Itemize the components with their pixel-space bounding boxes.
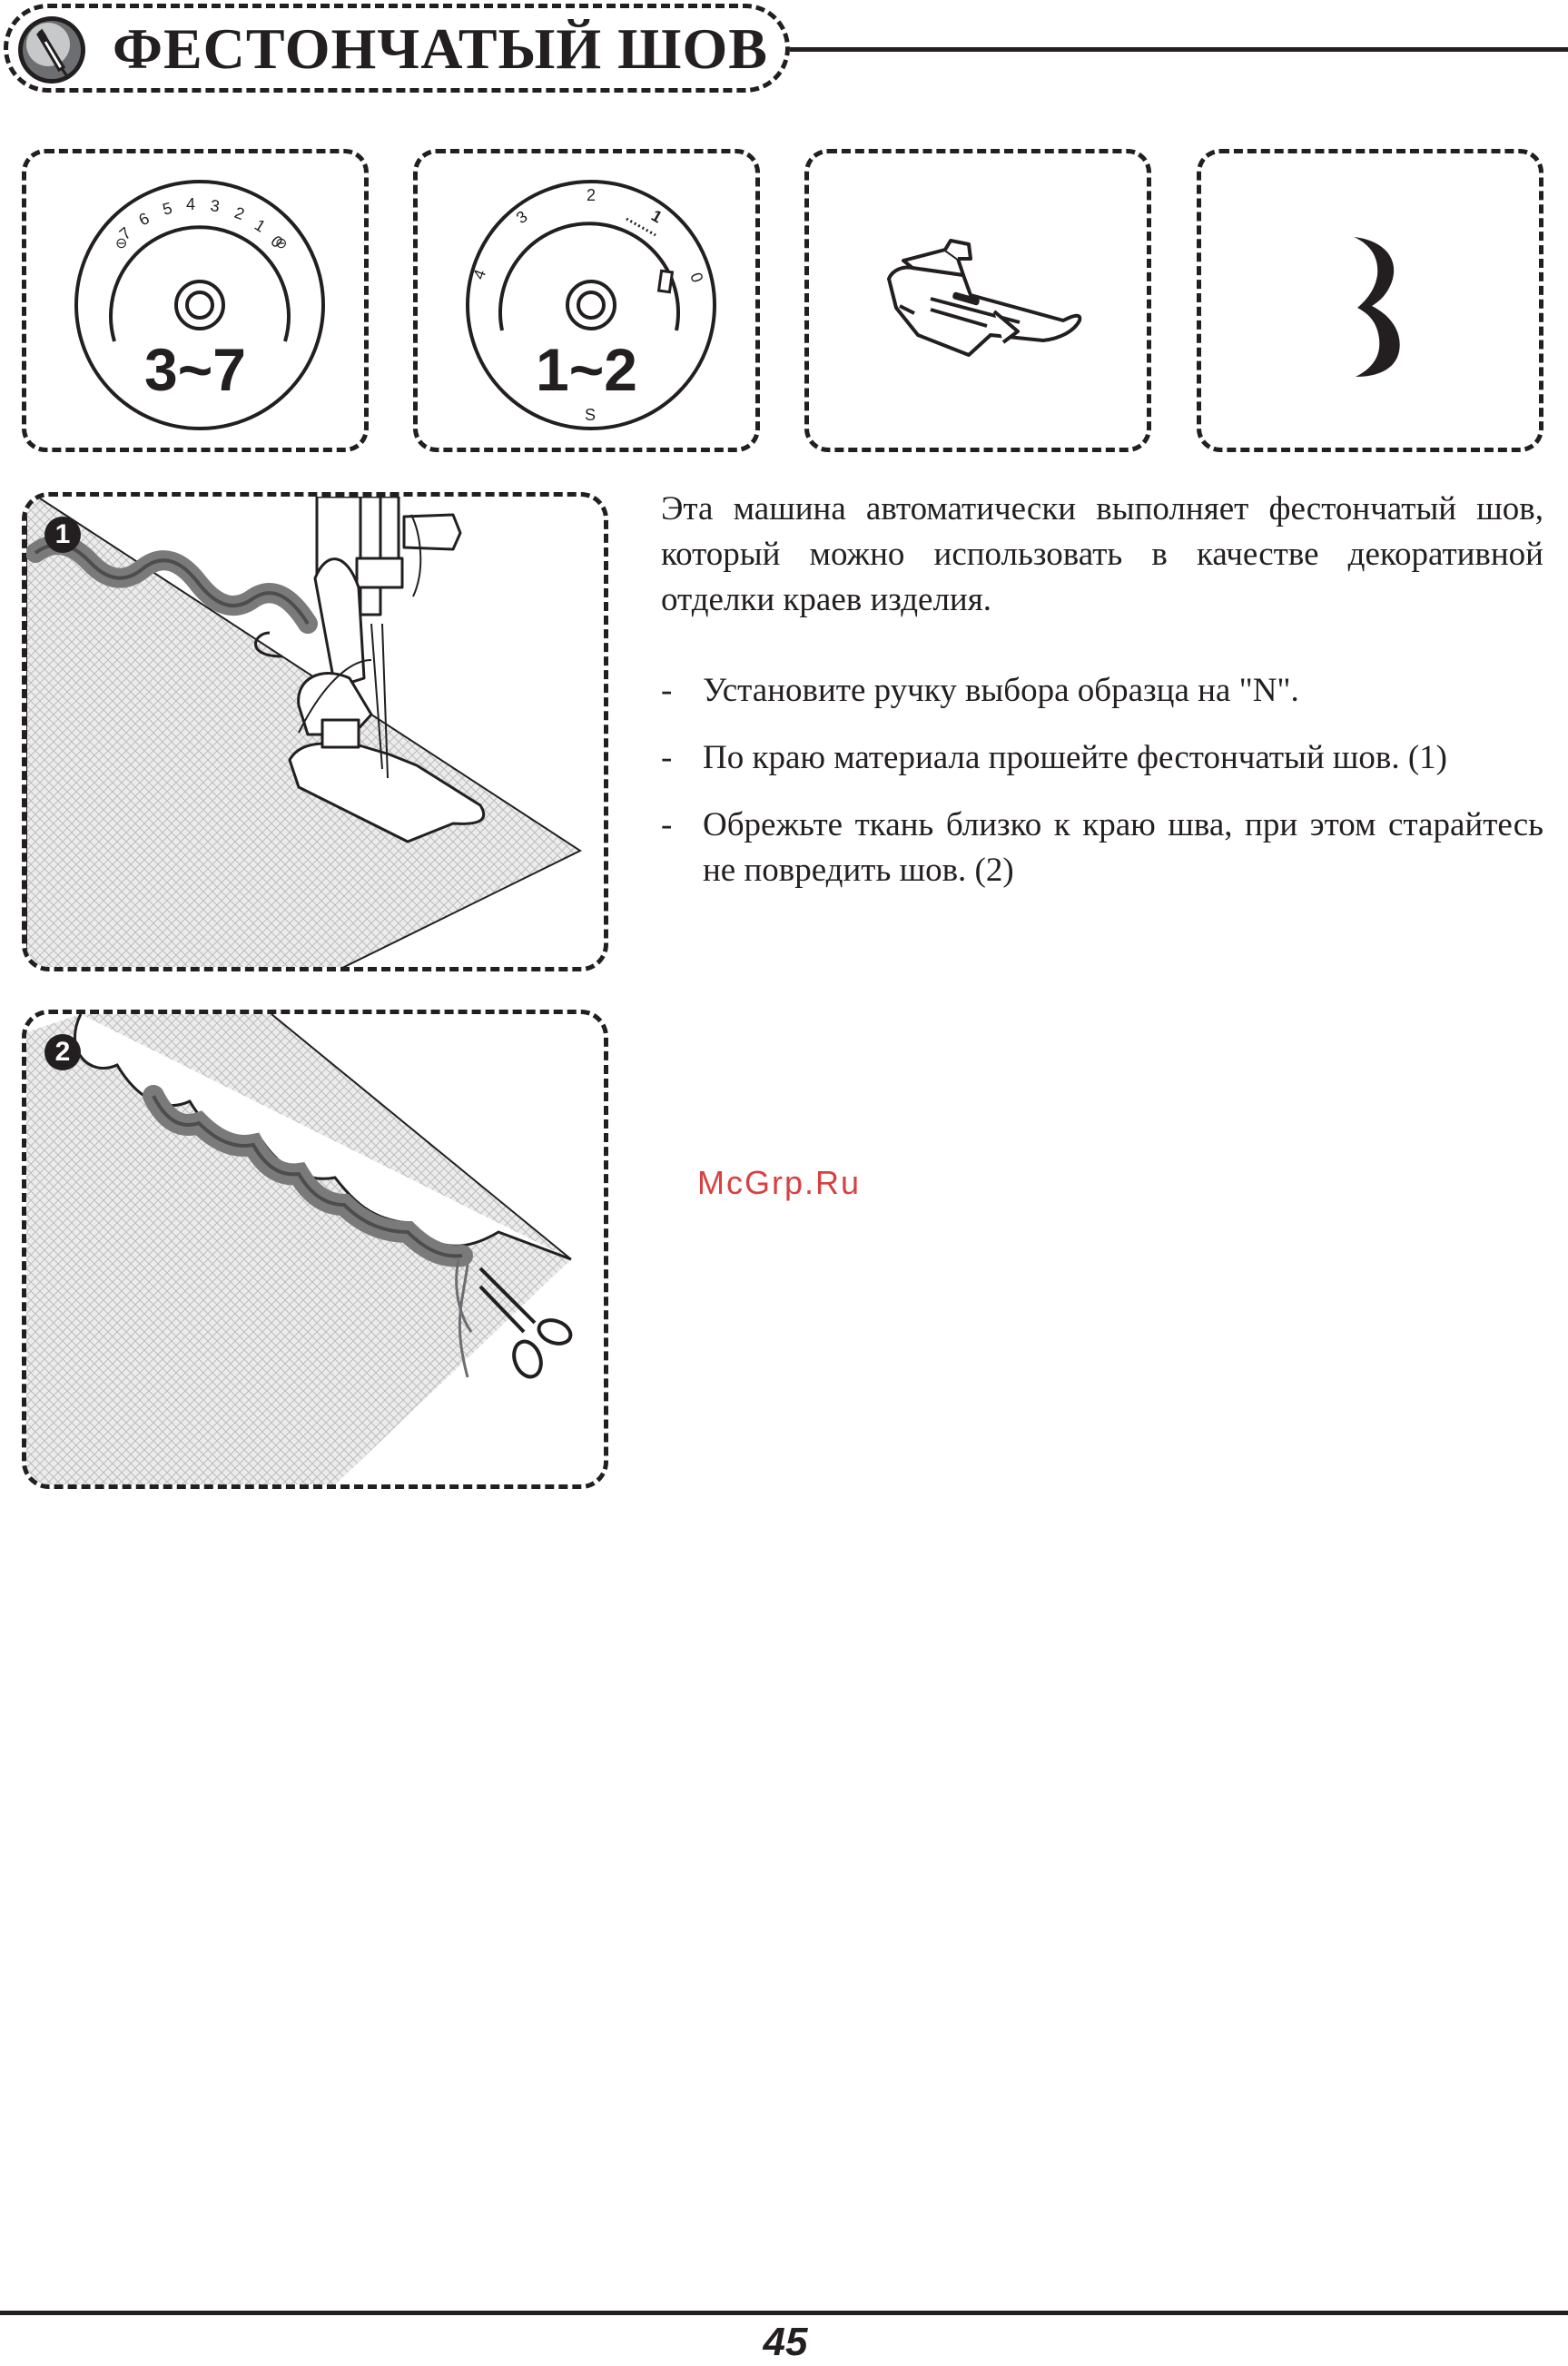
instruction-list: - Установите ручку выбора образца на "N"… [661, 668, 1543, 889]
presser-foot-box [804, 149, 1151, 452]
footer-rule [0, 2311, 1568, 2315]
list-dash: - [661, 739, 673, 776]
list-item-text: Установите ручку выбора образца на "N". [703, 672, 1299, 709]
stitch-length-dial-box: ⊖ ⊖ 7 6 5 4 3 2 1 0 3~7 [22, 149, 369, 452]
zigzag-presser-foot-icon [887, 239, 1082, 357]
scale-label: 3 [513, 207, 531, 227]
illustration-step-1: 1 [22, 492, 608, 971]
scale-label: 4 [469, 267, 489, 281]
illustration-step-2: 2 [22, 1010, 608, 1489]
sewing-needle-icon [16, 15, 87, 85]
svg-text:⊖: ⊖ [115, 236, 127, 251]
scale-label: 4 [186, 195, 195, 213]
list-dash: - [661, 806, 673, 843]
scallop-stitch-symbol-icon [1354, 237, 1400, 377]
list-dash: - [661, 672, 673, 709]
stitch-width-scale: 4 3 2 1 0 S [469, 186, 706, 424]
step-number-badge: 2 [44, 1034, 81, 1070]
stitch-pattern-box [1197, 149, 1543, 452]
scale-label: 1 [648, 206, 666, 226]
stitch-length-dial-icon: ⊖ ⊖ [74, 180, 325, 430]
scale-label: 7 [116, 223, 135, 243]
scale-mark-s: S [585, 406, 596, 424]
scale-label: 0 [267, 232, 286, 251]
trimming-fabric-with-scissors-illustration [26, 1014, 573, 1484]
title-banner [4, 4, 790, 93]
sewing-scallop-stitch-illustration [26, 497, 583, 967]
list-item-text: Обрежьте ткань близко к краю шва, при эт… [703, 806, 1543, 889]
watermark: McGrp.Ru [697, 1164, 862, 1201]
title-rule [790, 47, 1568, 52]
step-number-badge: 1 [44, 517, 81, 553]
intro-paragraph: Эта машина автоматически выполняет фесто… [661, 490, 1543, 618]
scale-label: 1 [251, 215, 269, 235]
page-title: ФЕСТОНЧАТЫЙ ШОВ [113, 16, 768, 81]
stitch-length-value: 3~7 [144, 336, 246, 403]
list-item-text: По краю материала прошейте фестончатый ш… [703, 739, 1447, 776]
scale-label: 3 [209, 196, 221, 215]
stitch-length-scale: 7 6 5 4 3 2 1 0 [116, 195, 287, 251]
scale-label: 6 [135, 209, 152, 229]
stitch-width-value: 1~2 [536, 336, 637, 403]
svg-text:⊖: ⊖ [275, 236, 287, 251]
page-number: 45 [763, 2320, 808, 2364]
scale-label: 2 [232, 203, 247, 223]
scale-label: 0 [686, 271, 706, 285]
stitch-width-dial-box: 4 3 2 1 0 S 1~2 [413, 149, 760, 452]
scale-label: 5 [161, 199, 174, 219]
stitch-width-dial-icon [466, 180, 716, 430]
scale-label: 2 [587, 186, 596, 204]
